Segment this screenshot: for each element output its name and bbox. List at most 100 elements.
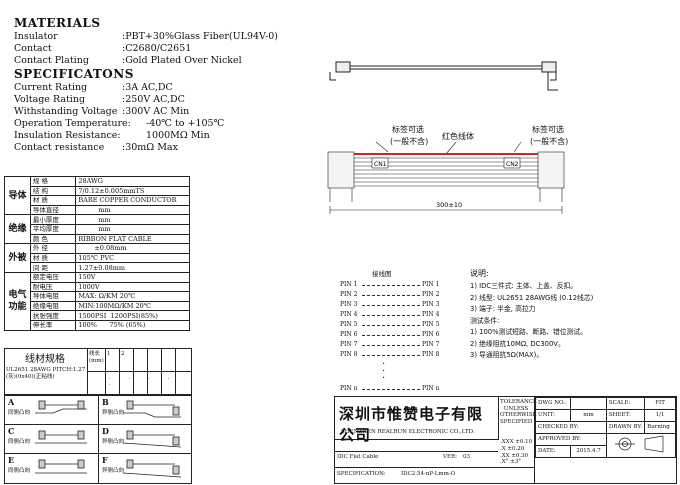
param-value: 7/0.12±0.005mmTS xyxy=(75,185,190,197)
divider xyxy=(5,424,191,425)
note-line: 3) 导通阻抗5Ω(MAX)。 xyxy=(470,351,544,359)
checked-label: CHECKED BY: xyxy=(538,424,579,430)
pin-left: PIN n xyxy=(340,385,358,392)
table-row: 电气功能 额定电压 150V xyxy=(4,271,190,331)
cn1-text: CN1 xyxy=(374,161,387,168)
conductor-group: 导体 xyxy=(4,175,31,216)
param-value: 100% xyxy=(78,321,97,330)
divider xyxy=(161,349,162,395)
pin-right: PIN 2 xyxy=(422,291,440,298)
label-right-note: (一般不含) xyxy=(530,137,569,146)
connector-sketch xyxy=(38,459,46,469)
dwg-no-label: DWG NO.: xyxy=(534,397,572,410)
scale-label: SCALE: xyxy=(605,397,646,410)
len-col-1: 1 xyxy=(107,351,111,357)
type-e-text: 同侧凸向 xyxy=(8,468,31,474)
materials-heading: MATERIALS xyxy=(14,16,101,30)
parameter-table: 导体 规 格 28AWG 结 构 7/0.12±0.005mmTS 材 质 BA… xyxy=(4,175,190,331)
divider xyxy=(335,467,534,468)
length-label: 线长(mm) xyxy=(89,351,104,364)
pin-right: PIN 4 xyxy=(422,311,440,318)
spec-row-3: Operation Temperature: -40℃ to +105℃ xyxy=(14,118,314,130)
drawn-value: Burning xyxy=(644,421,676,434)
spec-value: IDC2.54-nP-Lmm-O xyxy=(401,471,456,477)
spec-label: Current Rating xyxy=(14,82,88,93)
table-row: UNIT: mm SHEET: 1/1 xyxy=(534,409,676,422)
title-block: 深圳市惟赞电子有限公司 SHENZHEN REALRUN ELECTRONIC … xyxy=(334,396,677,484)
spec-label: Contact resistance xyxy=(14,142,105,153)
table-row: DATE: 2015.4.7 xyxy=(534,445,676,458)
pin-right: PIN n xyxy=(422,385,440,392)
param-value-2: 75% (65%) xyxy=(109,321,146,330)
sheet-value: 1/1 xyxy=(644,409,676,422)
param-value: 28AWG xyxy=(75,176,190,187)
param-key: 导体电阻 xyxy=(29,291,77,302)
param-value: MAX: Ω/KM 20℃ xyxy=(75,291,190,302)
param-key: 结 构 xyxy=(29,185,77,197)
materials-row-2: Contact Plating :Gold Plated Over Nickel xyxy=(14,55,314,67)
wiring-sketches xyxy=(35,400,182,478)
pin-right: PIN 6 xyxy=(422,331,440,338)
cable-sketch xyxy=(122,442,182,448)
jacket-group: 外被 xyxy=(4,243,31,273)
connector-sketch xyxy=(172,406,180,416)
spec-row-5: Contact resistance :30mΩ Max xyxy=(14,142,314,154)
param-value: RIBBON FLAT CABLE xyxy=(75,233,190,245)
spec-label: Operation Temperature: xyxy=(14,118,131,129)
connector-sketch xyxy=(77,430,85,440)
divider xyxy=(5,453,191,454)
tolerance-note: TOLERANCE UNLESS OTHERWISE SPECIFIED xyxy=(500,399,537,425)
spec-label: Insulation Resistance: xyxy=(14,130,121,141)
tolerance-value: .XXX ±0.10 xyxy=(500,439,533,445)
checked-cell: CHECKED BY: xyxy=(535,421,607,434)
projection-symbol-icon xyxy=(614,435,664,453)
table-row: 颜 色 RIBBON FLAT CABLE xyxy=(5,233,190,245)
tolerance-values: .XXX ±0.10 .X ±0.20 .XX ±0.30 .X° ±3° xyxy=(500,439,532,466)
type-a-label: A xyxy=(8,397,15,407)
table-row: 外被 外 径 ±0.08mm xyxy=(4,243,190,273)
spec-row-2: Withstanding Voltage :300V AC Min xyxy=(14,106,314,118)
tolerance-value: .X ±0.20 xyxy=(500,445,525,452)
param-key: 导体直径 xyxy=(29,204,77,216)
cable-sketch xyxy=(123,412,181,418)
connector-sketch xyxy=(126,400,134,410)
spec-value: :300V AC Min xyxy=(122,106,190,117)
param-value-pair: 1500PSI 1200PSI(85%) xyxy=(75,310,190,321)
connector-sketch xyxy=(77,400,85,410)
dimension-ticks xyxy=(329,206,563,214)
red-wire-label: 红色线体 xyxy=(442,132,474,141)
table-row: 平均厚度 mm xyxy=(5,223,190,235)
left-idc-connector xyxy=(327,151,355,189)
cn2-text: CN2 xyxy=(506,161,519,168)
connector-outline xyxy=(550,72,557,81)
pin-right: PIN 1 xyxy=(422,281,440,288)
dwg-no-value xyxy=(570,397,607,410)
pin-left: PIN 5 xyxy=(340,321,358,328)
param-key: 耐电压 xyxy=(29,281,77,293)
materials-list: Insulator :PBT+30%Glass Fiber(UL94V-0) C… xyxy=(14,31,314,67)
spec-value: 1000MΩ Min xyxy=(146,130,210,141)
spec-value: :3A AC,DC xyxy=(122,82,173,93)
spec-label: SPECIFICATION: xyxy=(337,471,386,477)
param-value: BARE COPPER CONDUCTOR xyxy=(75,195,190,206)
table-row: 材 质 105℃ PVC xyxy=(5,252,190,264)
table-row: 导体 规 格 28AWG xyxy=(4,175,190,216)
param-key: 抗张强度 xyxy=(29,310,77,321)
type-d-text: 异侧凸向 xyxy=(102,439,125,445)
materials-row-1: Contact :C2680/C2651 xyxy=(14,43,314,55)
insulation-group: 绝缘 xyxy=(4,214,31,245)
flat-cable-drawing: CN1 CN2 300±10 xyxy=(327,141,565,214)
connector-sketch xyxy=(38,430,46,440)
divider xyxy=(175,349,176,395)
pin-right: PIN 8 xyxy=(422,351,440,358)
approved-label: APPROVED BY: xyxy=(538,436,581,442)
cn1-tag xyxy=(371,157,389,169)
wire-material-desc: UL2651 28AWG PITCH:1.27 (灰)(0x40)(正粘线) xyxy=(6,367,86,380)
notes-list: 1) IDC三件式: 主体、上盖、反扣。 2) 线型: UL2651 28AWG… xyxy=(470,281,670,362)
specifications-list: Current Rating :3A AC,DC Voltage Rating … xyxy=(14,82,314,154)
table-row: 抗张强度 1500PSI 1200PSI(85%) xyxy=(5,310,190,321)
spec-row-4: Insulation Resistance: 1000MΩ Min xyxy=(14,130,314,142)
